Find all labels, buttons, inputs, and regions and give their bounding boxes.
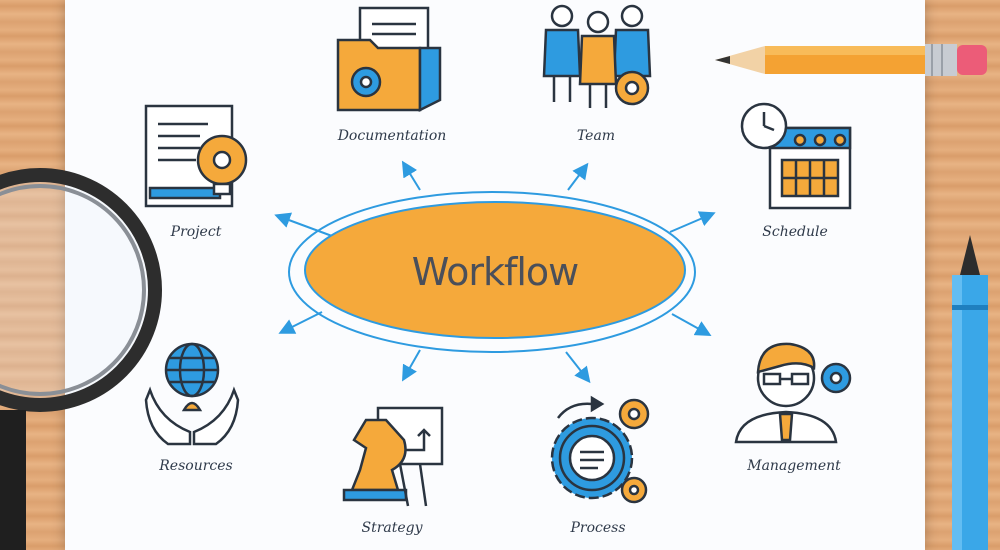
- connector-arrows: [274, 160, 716, 384]
- manager-person-icon: [734, 342, 852, 444]
- label-schedule: Schedule: [762, 224, 828, 240]
- label-documentation: Documentation: [337, 128, 447, 144]
- center-title: Workflow: [411, 250, 579, 294]
- label-management: Management: [747, 458, 841, 474]
- workflow-center-node: [288, 191, 696, 353]
- label-project: Project: [170, 224, 222, 240]
- pen-icon: [952, 235, 988, 550]
- label-resources: Resources: [159, 458, 233, 474]
- label-strategy: Strategy: [361, 520, 423, 536]
- folder-icon: [336, 6, 442, 113]
- chess-knight-board-icon: [342, 406, 444, 507]
- label-process: Process: [570, 520, 626, 536]
- label-team: Team: [576, 128, 616, 144]
- calendar-clock-icon: [740, 102, 852, 210]
- gears-process-icon: [550, 395, 650, 504]
- globe-hands-icon: [144, 342, 240, 446]
- project-document-icon: [144, 104, 248, 208]
- magnifying-glass-icon: [0, 168, 162, 550]
- pencil-icon: [715, 44, 987, 76]
- team-icon: [542, 4, 652, 108]
